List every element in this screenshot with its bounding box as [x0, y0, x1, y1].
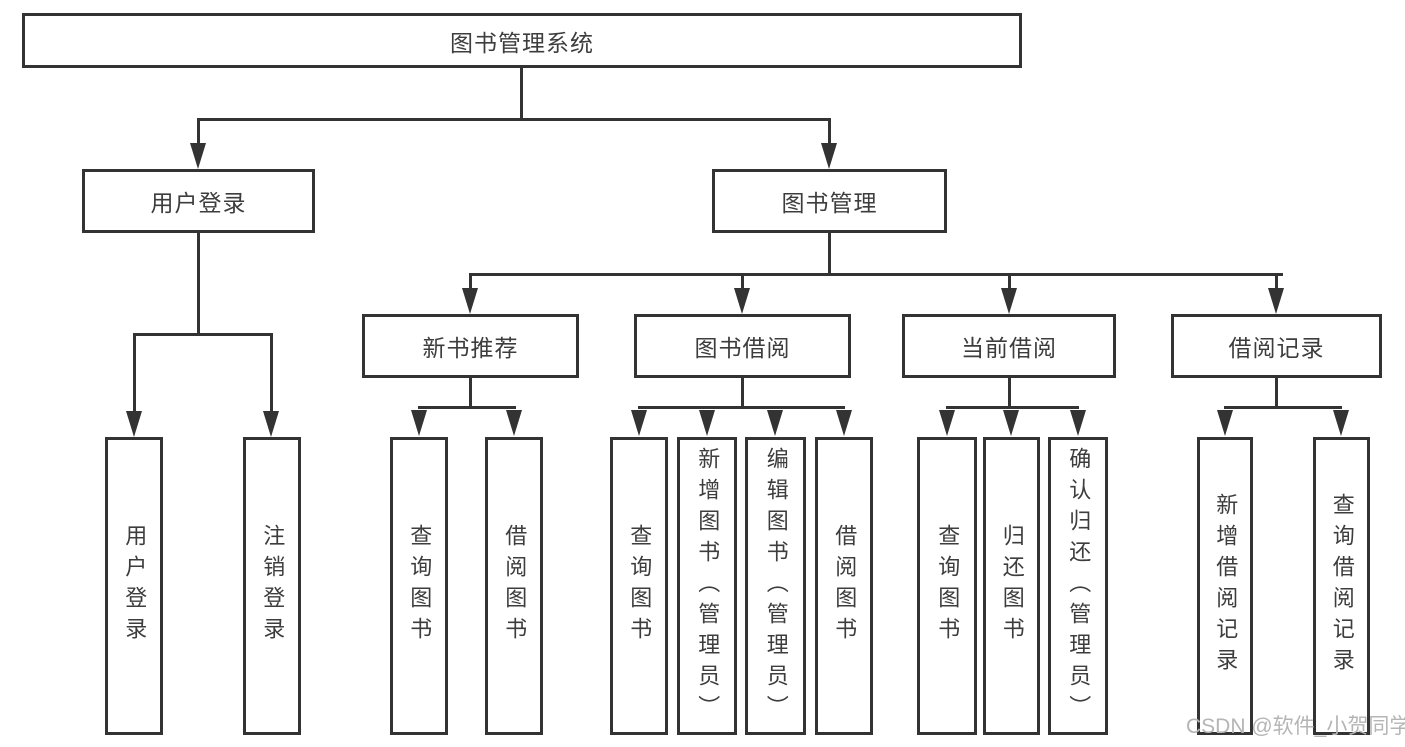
leaf-query-borrow-record: 查询借阅记录	[1313, 437, 1370, 735]
connector-line	[469, 378, 472, 409]
leaf-query-books: 查询图书	[390, 437, 448, 735]
node-label: 用户登录	[150, 190, 247, 216]
arrow-down-icon	[506, 410, 522, 436]
connector-line	[828, 233, 831, 276]
leaf-query-books: 查询图书	[917, 437, 977, 735]
node-label: 图书管理系统	[450, 29, 594, 56]
node-label: 图书借阅	[694, 335, 791, 361]
connector-line	[1224, 406, 1342, 409]
arrow-down-icon	[734, 288, 750, 314]
arrow-down-icon	[1001, 288, 1017, 314]
connector-line	[1008, 273, 1011, 290]
leaf-label: 编辑图书（管理员）	[763, 446, 789, 726]
arrow-down-icon	[699, 410, 715, 436]
connector-line	[133, 333, 273, 336]
node-book-borrow: 图书借阅	[634, 314, 851, 378]
arrow-down-icon	[821, 143, 837, 169]
node-current-borrow: 当前借阅	[902, 314, 1116, 378]
leaf-label: 用户登录	[122, 524, 148, 648]
arrow-down-icon	[1070, 410, 1086, 436]
leaf-user-login: 用户登录	[105, 437, 163, 735]
node-user-login: 用户登录	[82, 169, 315, 233]
node-label: 图书管理	[781, 190, 878, 216]
connector-line	[828, 118, 831, 145]
connector-line	[469, 273, 1283, 276]
leaf-query-books: 查询图书	[610, 437, 668, 735]
leaf-label: 新增图书（管理员）	[695, 446, 721, 726]
leaf-label: 查询图书	[627, 524, 653, 648]
arrow-down-icon	[1333, 410, 1349, 436]
connector-line	[741, 273, 744, 290]
node-new-book-recommend: 新书推荐	[362, 314, 579, 378]
leaf-label: 借阅图书	[832, 524, 858, 648]
connector-line	[418, 406, 516, 409]
arrow-down-icon	[190, 143, 206, 169]
leaf-label: 注销登录	[260, 524, 286, 648]
connector-line	[133, 333, 136, 412]
connector-line	[741, 378, 744, 409]
node-borrow-records: 借阅记录	[1171, 314, 1382, 378]
leaf-label: 归还图书	[999, 524, 1025, 648]
connector-line	[1275, 273, 1278, 290]
connector-line	[197, 118, 831, 121]
node-book-management: 图书管理	[712, 169, 947, 233]
leaf-logout: 注销登录	[243, 437, 301, 735]
leaf-borrow-books: 借阅图书	[485, 437, 543, 735]
leaf-label: 查询图书	[935, 524, 961, 648]
leaf-edit-books-admin: 编辑图书（管理员）	[745, 437, 806, 735]
node-label: 当前借阅	[961, 335, 1057, 361]
leaf-label: 确认归还（管理员）	[1066, 446, 1092, 726]
connector-line	[197, 233, 200, 335]
arrow-down-icon	[462, 288, 478, 314]
connector-line	[469, 273, 472, 290]
connector-line	[1275, 378, 1278, 409]
arrow-down-icon	[767, 410, 783, 436]
leaf-return-books: 归还图书	[983, 437, 1040, 735]
leaf-confirm-return-admin: 确认归还（管理员）	[1048, 437, 1108, 735]
node-label: 借阅记录	[1228, 335, 1325, 361]
arrow-down-icon	[939, 410, 955, 436]
node-label: 新书推荐	[422, 335, 519, 361]
leaf-add-borrow-record: 新增借阅记录	[1197, 437, 1253, 735]
arrow-down-icon	[836, 410, 852, 436]
leaf-add-books-admin: 新增图书（管理员）	[677, 437, 737, 735]
connector-line	[520, 68, 523, 119]
leaf-label: 查询借阅记录	[1329, 493, 1355, 679]
connector-line	[946, 406, 1079, 409]
arrow-down-icon	[1268, 288, 1284, 314]
arrow-down-icon	[411, 410, 427, 436]
connector-line	[270, 333, 273, 412]
arrow-down-icon	[1003, 410, 1019, 436]
leaf-borrow-books: 借阅图书	[815, 437, 873, 735]
connector-line	[1008, 378, 1011, 409]
leaf-label: 借阅图书	[502, 524, 528, 648]
arrow-down-icon	[1217, 410, 1233, 436]
arrow-down-icon	[263, 411, 279, 437]
arrow-down-icon	[126, 411, 142, 437]
leaf-label: 新增借阅记录	[1213, 493, 1239, 679]
connector-line	[638, 406, 845, 409]
csdn-watermark: CSDN @软件_小贺同学	[1186, 715, 1405, 738]
leaf-label: 查询图书	[407, 524, 433, 648]
connector-line	[197, 118, 200, 145]
node-library-management-system: 图书管理系统	[22, 13, 1022, 68]
arrow-down-icon	[631, 410, 647, 436]
